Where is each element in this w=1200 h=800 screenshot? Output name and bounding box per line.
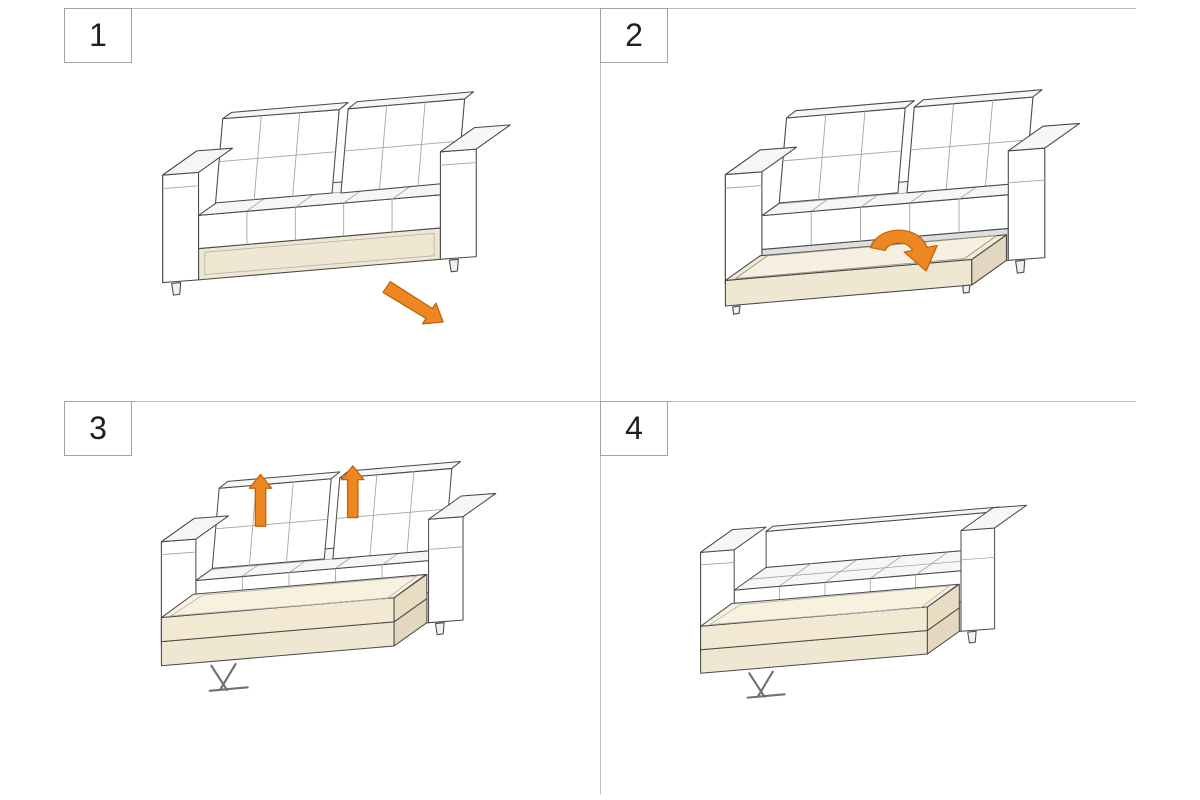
- step-panel-4: 4: [600, 401, 1135, 795]
- sofa-closed-illustration: [162, 91, 511, 325]
- step-panel-2: 2: [600, 8, 1135, 401]
- armrest-right: [428, 492, 497, 624]
- step-number-4: 4: [625, 410, 643, 446]
- step-panel-1: 1: [64, 8, 600, 401]
- sofa-mattress-out-illustration: [160, 461, 497, 692]
- armrest-left: [724, 146, 798, 285]
- lift-up-arrows-icon: [248, 465, 365, 527]
- back-cushion-left: [778, 100, 915, 204]
- support-leg: [746, 670, 786, 699]
- armrest-right: [1007, 122, 1081, 261]
- step-number-box-4: 4: [600, 401, 668, 456]
- sofa-bed-complete-illustration: [700, 504, 1028, 699]
- armrest-right: [960, 504, 1028, 632]
- up-arrow-left-icon: [248, 473, 273, 527]
- step-number-box-1: 1: [64, 8, 132, 63]
- flip-arrow-icon: [869, 229, 938, 272]
- step-number-1: 1: [89, 17, 107, 53]
- armrest-left: [162, 147, 234, 284]
- pulled-out-bed-section: [160, 573, 428, 667]
- pulled-out-bed-section: [700, 583, 960, 674]
- back-cushion-left: [211, 471, 341, 569]
- support-leg: [208, 662, 249, 692]
- back-cushion-right: [332, 461, 461, 560]
- step-number-box-3: 3: [64, 401, 132, 456]
- up-arrow-right-icon: [340, 465, 365, 519]
- step-number-box-2: 2: [600, 8, 668, 63]
- back-cushion-right: [906, 89, 1043, 194]
- pull-out-arrow-icon: [382, 281, 444, 325]
- step-number-2: 2: [625, 17, 643, 53]
- step-panel-3: 3: [64, 401, 600, 795]
- armrest-right: [439, 124, 511, 260]
- sofa-drawer-extended-illustration: [724, 89, 1081, 315]
- step-number-3: 3: [89, 410, 107, 446]
- back-cushion-left: [215, 101, 349, 204]
- sofa-legs: [171, 258, 459, 296]
- back-cushion-right: [340, 91, 475, 194]
